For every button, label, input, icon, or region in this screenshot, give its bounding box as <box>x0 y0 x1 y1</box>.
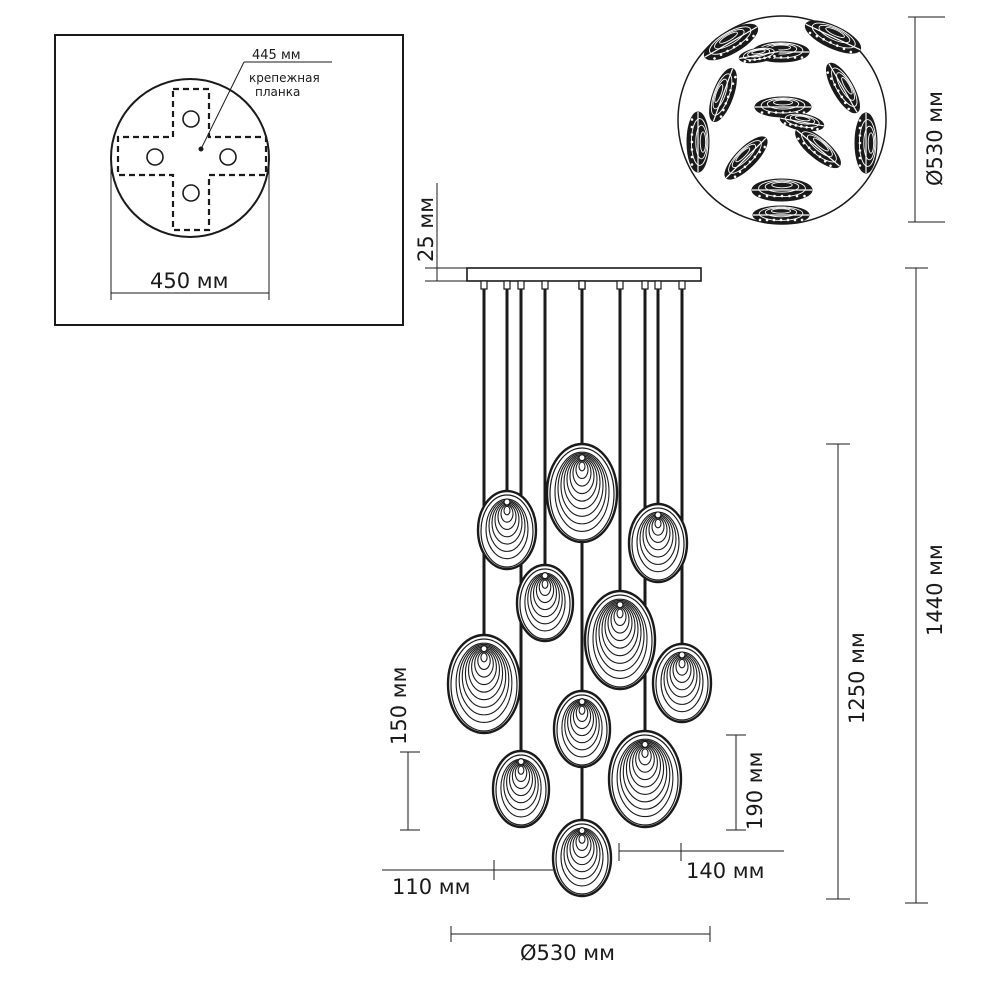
top-view-shade <box>804 20 862 54</box>
ceiling-canopy <box>466 267 702 282</box>
cable-connector <box>678 280 686 290</box>
cable-connector <box>641 280 649 290</box>
dim-diameter-label: Ø530 мм <box>520 941 615 965</box>
glass-shade <box>551 818 613 898</box>
dim-large-height-label: 190 мм <box>743 752 767 830</box>
dim-cable-label: 1250 мм <box>845 632 869 724</box>
mount-detail-panel: 445 мм крепежная планка 450 мм <box>54 34 404 326</box>
mount-hole-bottom <box>182 184 200 202</box>
mount-detail-frame <box>54 34 404 326</box>
top-view-shade <box>724 136 768 180</box>
top-view-shade <box>752 205 810 225</box>
cable-connector <box>616 280 624 290</box>
dim-small-width-label: 110 мм <box>392 875 470 899</box>
plate-label-line2: планка <box>255 85 300 99</box>
top-view-shade <box>703 23 759 61</box>
glass-shade <box>552 689 612 769</box>
top-view-shade <box>686 111 710 173</box>
top-view-shade <box>709 67 737 123</box>
plate-label-line1: крепежная <box>249 71 320 85</box>
front-view <box>446 267 713 898</box>
cable-connector <box>503 280 511 290</box>
cable-connector <box>480 280 488 290</box>
dim-small-height-label: 150 мм <box>387 667 411 745</box>
glass-shade <box>491 749 551 829</box>
dim-large-width-label: 140 мм <box>686 859 764 883</box>
top-view: Ø530 мм <box>677 15 947 225</box>
top-view-shade <box>751 178 813 202</box>
mounting-plate-cross <box>116 87 268 232</box>
top-view-shades <box>686 20 878 225</box>
glass-shade <box>651 642 713 724</box>
glass-shade <box>583 589 657 691</box>
mount-hole-right <box>219 148 237 166</box>
cable-connector <box>578 280 586 290</box>
top-view-shade <box>826 62 860 114</box>
top-dim-label: Ø530 мм <box>923 91 947 186</box>
top-view-shade <box>854 112 878 174</box>
cable-connector <box>541 280 549 290</box>
top-view-shade <box>779 112 825 132</box>
glass-shade <box>515 563 575 643</box>
glass-shade <box>446 633 522 735</box>
glass-shade <box>627 502 689 584</box>
leader-line <box>200 61 245 150</box>
dimension-lines: 25 мм 1440 мм 1250 мм 150 мм 190 мм 110 … <box>382 183 947 965</box>
top-view-shade <box>795 127 841 169</box>
glass-shade <box>476 489 538 571</box>
dim-canopy-height-label: 25 мм <box>414 197 438 262</box>
dim-total-label: 1440 мм <box>923 544 947 636</box>
cable-connector <box>517 280 525 290</box>
pendant-cables <box>480 280 686 820</box>
dim-plate-label: 445 мм <box>252 48 301 63</box>
cable-connector <box>654 280 662 290</box>
glass-shade <box>545 442 619 544</box>
mount-hole-top <box>182 110 200 128</box>
pendant-shades <box>446 442 713 898</box>
canopy-circle <box>110 78 270 238</box>
dim-canopy-label: 450 мм <box>150 269 228 293</box>
top-view-shade <box>738 46 780 64</box>
mount-hole-left <box>146 148 164 166</box>
glass-shade <box>607 729 683 829</box>
